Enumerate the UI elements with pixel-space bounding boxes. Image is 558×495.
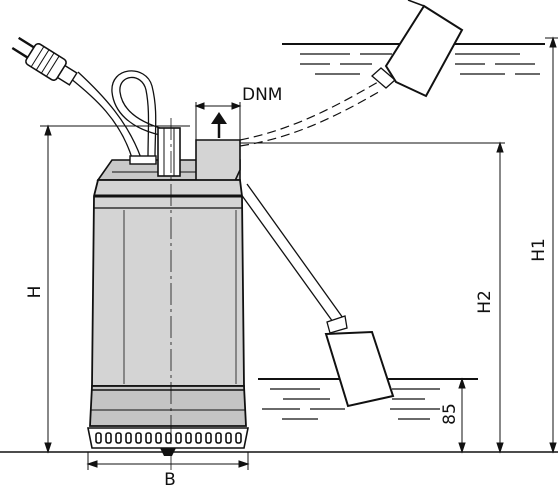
- label-h1: H1: [529, 238, 549, 262]
- label-dnm: DNM: [242, 85, 282, 105]
- dimension-h: [40, 124, 190, 454]
- dimension-dnm: [194, 102, 242, 140]
- dimension-h2: [240, 141, 505, 454]
- upper-water-surface: [282, 43, 545, 75]
- pump-body: [87, 118, 249, 470]
- dimension-b: [86, 452, 250, 470]
- plug-icon: [11, 36, 78, 86]
- label-h2: H2: [475, 290, 495, 314]
- float-switch-raised: [239, 0, 464, 147]
- label-b: B: [164, 470, 176, 490]
- dimension-85: [458, 377, 466, 454]
- label-h: H: [25, 286, 45, 299]
- discharge-arrow-icon: [211, 112, 227, 138]
- float-switch-lowered: [237, 183, 395, 408]
- power-cable: [69, 70, 161, 159]
- label-85: 85: [440, 403, 460, 425]
- dimension-h1: [545, 36, 558, 454]
